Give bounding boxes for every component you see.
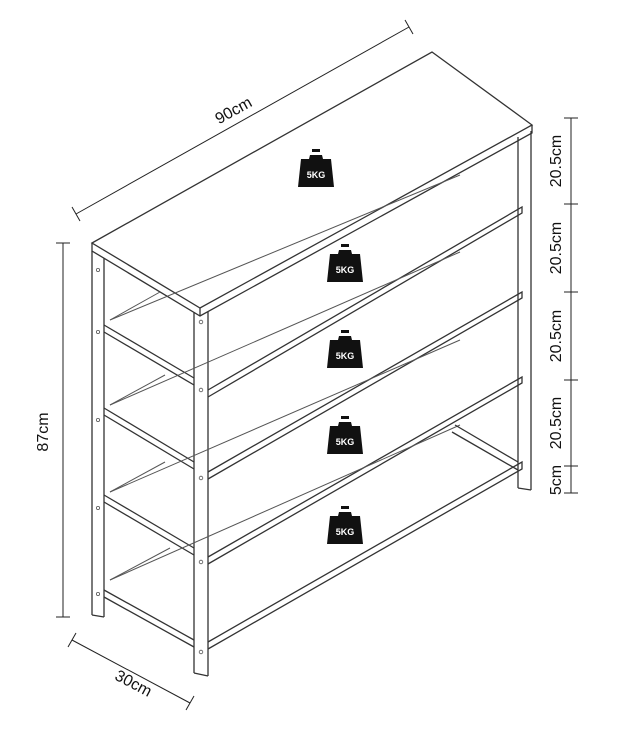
height-dimension: 87cm xyxy=(35,242,70,618)
depth-dimension: 30cm xyxy=(67,632,195,711)
weight-label-2: 5KG xyxy=(336,265,355,275)
weight-label-4: 5KG xyxy=(336,437,355,447)
tier-2-label: 20.5cm xyxy=(548,222,565,274)
tier-dimensions: 20.5cm 20.5cm 20.5cm 20.5cm 5cm xyxy=(548,117,578,495)
weight-icon-2: 5KG xyxy=(327,244,363,282)
top-board xyxy=(90,51,534,317)
width-dimension: 90cm xyxy=(71,19,414,222)
tier-3-label: 20.5cm xyxy=(548,310,565,362)
tier-5-label: 5cm xyxy=(548,465,565,495)
weight-label-1: 5KG xyxy=(307,170,326,180)
weight-icon-3: 5KG xyxy=(327,330,363,368)
width-label: 90cm xyxy=(213,94,255,128)
weight-icon-4: 5KG xyxy=(327,416,363,454)
weight-label-3: 5KG xyxy=(336,351,355,361)
shelf-1 xyxy=(103,174,523,398)
back-left-leg xyxy=(91,251,105,618)
rack-structure xyxy=(90,51,534,677)
weight-icon-5: 5KG xyxy=(327,506,363,544)
back-right-leg xyxy=(517,131,532,491)
weight-label-5: 5KG xyxy=(336,527,355,537)
shelf-2 xyxy=(103,251,523,480)
tier-1-label: 20.5cm xyxy=(548,135,565,187)
front-left-leg xyxy=(193,312,209,677)
height-label: 87cm xyxy=(35,412,52,451)
tier-4-label: 20.5cm xyxy=(548,397,565,449)
weight-icon-1: 5KG xyxy=(298,149,334,187)
shelf-4 xyxy=(103,424,523,650)
